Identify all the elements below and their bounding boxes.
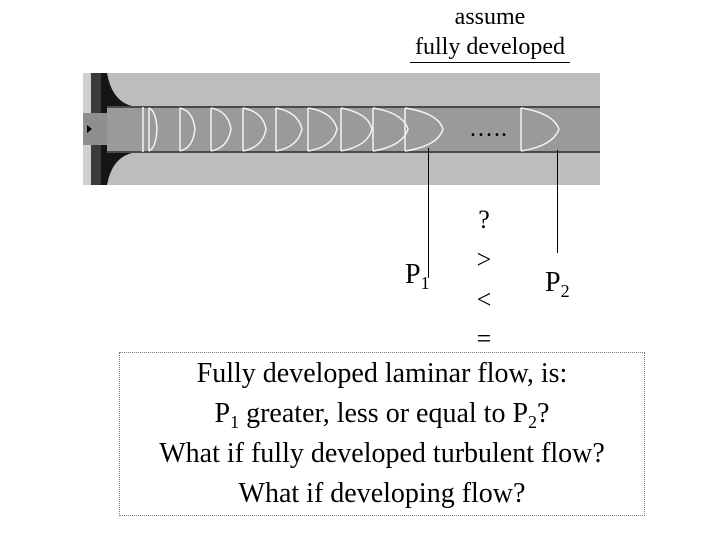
p1-leader-line: [428, 148, 429, 278]
question-line-3: What if fully developed turbulent flow?: [159, 438, 605, 469]
pipe-flow-entrance-svg: [83, 73, 517, 185]
fully-developed-underline: [410, 62, 570, 63]
pipe-flow-photo-entrance: [83, 73, 517, 185]
fully-developed-label: fully developed: [415, 34, 565, 60]
comparison-question-mark: ?: [478, 205, 490, 234]
pressure-p1-label: P1: [405, 259, 430, 293]
assume-label: assume: [454, 4, 526, 30]
p2-leader-line: [557, 150, 558, 253]
question-text-box: Fully developed laminar flow, is: P1 gre…: [119, 352, 645, 516]
comparison-less-than: <: [476, 285, 492, 314]
question-p2-subscript: 2: [528, 412, 538, 432]
question-p1-subscript: 1: [230, 412, 240, 432]
question-line-1: Fully developed laminar flow, is:: [196, 358, 568, 389]
question-line-4: What if developing flow?: [238, 478, 526, 509]
p1-subscript: 1: [420, 273, 430, 293]
continuation-dots: …..: [469, 116, 508, 142]
p2-subscript: 2: [560, 281, 570, 301]
comparison-greater-than: >: [476, 245, 492, 274]
question-line-2: P1 greater, less or equal to P2?: [214, 398, 550, 432]
comparison-equals: =: [476, 324, 492, 353]
pressure-p2-label: P2: [545, 267, 570, 301]
